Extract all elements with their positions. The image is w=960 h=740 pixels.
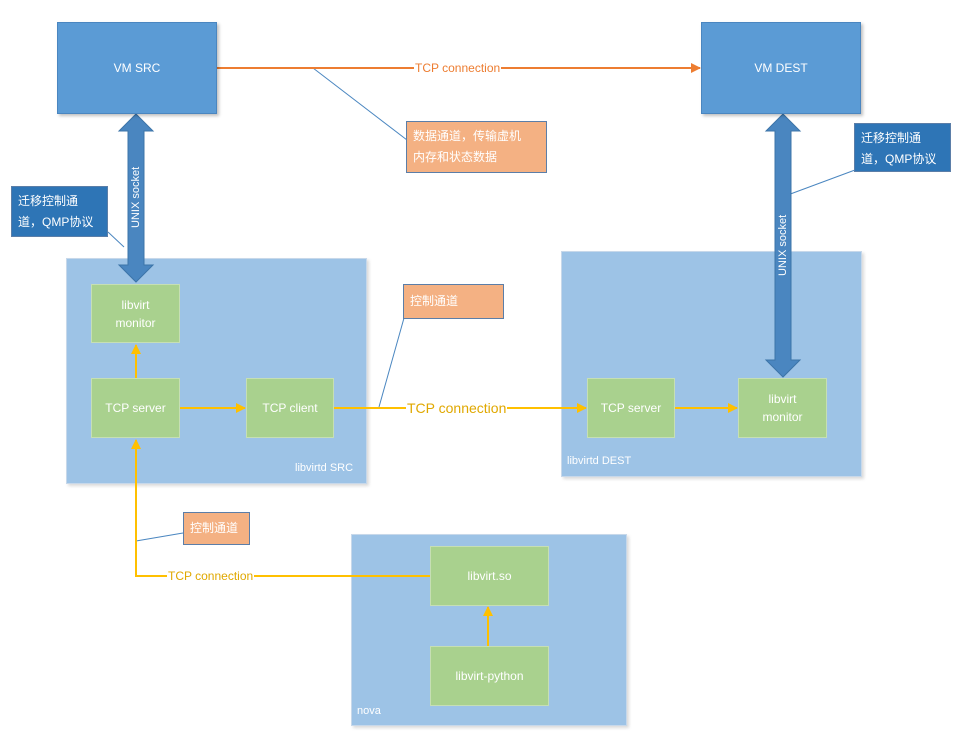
libvirtd-src-label: libvirtd SRC — [295, 462, 354, 474]
vm-src-label: VM SRC — [113, 61, 161, 75]
libvirt-python-label: libvirt-python — [455, 669, 524, 683]
libvirtd-dest-label: libvirtd DEST — [567, 455, 632, 467]
callout-data-line1: 数据通道，传输虚机 — [413, 129, 522, 143]
src-tcp-server: TCP server — [91, 378, 180, 438]
callout-data-line2: 内存和状态数据 — [413, 150, 498, 164]
dest-monitor-line2: monitor — [762, 410, 803, 424]
vm-src-box: VM SRC — [57, 22, 217, 114]
dest-monitor-line1: libvirt — [768, 392, 797, 406]
leader-data-channel — [312, 67, 408, 141]
unix-socket-left-label: UNIX socket — [130, 166, 142, 228]
callout-control-middle-label: 控制通道 — [410, 294, 459, 308]
tcp-connection-middle-label: TCP connection — [406, 400, 508, 416]
unix-socket-arrow-right — [764, 113, 802, 378]
callout-data-channel: 数据通道，传输虚机 内存和状态数据 — [406, 121, 547, 173]
callout-migrate-left-line2: 道，QMP协议 — [18, 215, 94, 229]
arrow-libvirt-so-to-tcp-server — [131, 439, 430, 577]
src-tcp-client: TCP client — [246, 378, 334, 438]
libvirt-python-box: libvirt-python — [430, 646, 549, 706]
dest-tcp-server: TCP server — [587, 378, 675, 438]
unix-socket-arrow-left — [117, 113, 155, 283]
leader-control-bottom — [135, 532, 184, 542]
callout-control-bottom: 控制通道 — [183, 512, 250, 545]
nova-label: nova — [357, 705, 381, 717]
dest-tcp-server-label: TCP server — [600, 401, 662, 415]
vm-dest-label: VM DEST — [754, 61, 808, 75]
src-tcp-client-label: TCP client — [262, 401, 318, 415]
leader-migrate-right — [784, 169, 856, 197]
libvirt-so-label: libvirt.so — [467, 569, 512, 583]
callout-control-bottom-label: 控制通道 — [190, 521, 239, 535]
vm-dest-box: VM DEST — [701, 22, 861, 114]
callout-migrate-right: 迁移控制通 道，QMP协议 — [854, 123, 951, 172]
callout-migrate-right-line1: 迁移控制通 — [861, 131, 922, 145]
tcp-connection-top-label: TCP connection — [414, 61, 502, 75]
src-tcp-server-label: TCP server — [105, 401, 166, 415]
callout-migrate-left-line1: 迁移控制通 — [18, 194, 79, 208]
libvirtd-dest-group — [561, 251, 862, 477]
libvirt-so-box: libvirt.so — [430, 546, 549, 606]
callout-migrate-right-line2: 道，QMP协议 — [861, 152, 937, 166]
tcp-connection-bottom-label: TCP connection — [167, 569, 255, 583]
src-libvirt-monitor: libvirt monitor — [91, 284, 180, 343]
callout-control-middle: 控制通道 — [403, 284, 504, 319]
leader-control-middle — [378, 317, 405, 408]
leader-migrate-left — [107, 231, 125, 248]
dest-libvirt-monitor: libvirt monitor — [738, 378, 827, 438]
callout-migrate-left: 迁移控制通 道，QMP协议 — [11, 186, 108, 237]
unix-socket-right-label: UNIX socket — [777, 214, 789, 276]
src-monitor-line2: monitor — [115, 315, 156, 330]
src-monitor-line1: libvirt — [121, 297, 150, 312]
